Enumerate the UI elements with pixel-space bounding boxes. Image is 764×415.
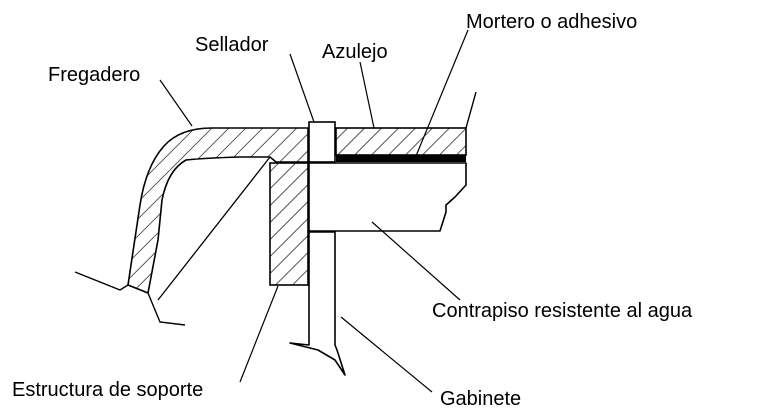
label-gabinete: Gabinete (440, 388, 522, 410)
leader-sellador (289, 53, 315, 123)
label-estructura: Estructura de soporte (12, 379, 204, 401)
leader-contrapiso (371, 221, 461, 301)
label-azulejo: Azulejo (322, 41, 388, 63)
label-contrapiso: Contrapiso resistente al agua (432, 300, 693, 322)
label-mortero: Mortero o adhesivo (466, 11, 638, 33)
leader-fregadero (159, 79, 193, 127)
leader-gabinete (340, 316, 433, 393)
sink-body (74, 127, 309, 326)
cabinet-wall (289, 231, 346, 376)
leader-azulejo (359, 61, 375, 129)
label-fregadero: Fregadero (48, 64, 141, 86)
leader-lines (159, 29, 469, 393)
mortar-layer (336, 155, 466, 162)
tile (335, 91, 477, 156)
subfloor-board (308, 162, 467, 232)
label-sellador: Sellador (195, 34, 269, 56)
leader-mortero (415, 29, 469, 157)
support-structure (269, 162, 309, 286)
leader-estructura (239, 285, 279, 383)
sealant (308, 121, 336, 163)
